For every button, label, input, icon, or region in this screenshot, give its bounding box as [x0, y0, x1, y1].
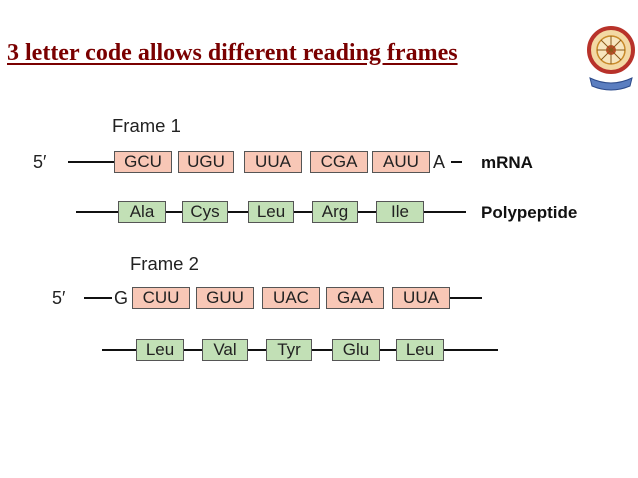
frame-2-mrna-trailer-line — [450, 297, 482, 299]
frame-1-trailing-base: A — [433, 152, 446, 172]
frame-2-codon: GAA — [326, 287, 384, 309]
slide-title: 3 letter code allows different reading f… — [7, 40, 458, 66]
frame-1-amino-acid: Ile — [376, 201, 424, 223]
frame-2-amino-acid: Leu — [396, 339, 444, 361]
frame-2-codon: UUA — [392, 287, 450, 309]
mrna-label: mRNA — [481, 153, 533, 172]
frame-1-label: Frame 1 — [112, 115, 181, 136]
polypeptide-label: Polypeptide — [481, 203, 578, 222]
frame-1-mrna-leader-line — [68, 161, 114, 163]
frame-2-amino-acid: Leu — [136, 339, 184, 361]
frame-2-label: Frame 2 — [130, 253, 199, 274]
frame-1-five-prime-label: 5′ — [33, 152, 47, 172]
frame-2-codon: UAC — [262, 287, 320, 309]
frame-1-codon: AUU — [372, 151, 430, 173]
frame-2-amino-acid: Tyr — [266, 339, 312, 361]
institution-logo — [587, 26, 635, 91]
frame-2-codon: CUU — [132, 287, 190, 309]
frame-1-mrna-trailer-line — [451, 161, 462, 163]
frame-1-amino-acid: Ala — [118, 201, 166, 223]
frame-1-amino-acid: Arg — [312, 201, 358, 223]
frame-1-amino-acid: Leu — [248, 201, 294, 223]
frame-2-amino-acid: Glu — [332, 339, 380, 361]
frame-2-codon: GUU — [196, 287, 254, 309]
frame-2-amino-acid: Val — [202, 339, 248, 361]
frame-1-codon: CGA — [310, 151, 368, 173]
frame-1-codon: UUA — [244, 151, 302, 173]
frame-2-leading-base: G — [114, 288, 129, 308]
frame-1-amino-acid: Cys — [182, 201, 228, 223]
frame-1-codon: UGU — [178, 151, 234, 173]
frame-2-five-prime-label: 5′ — [52, 288, 66, 308]
frame-1-codon: GCU — [114, 151, 172, 173]
frame-2-mrna-leader-line — [84, 297, 112, 299]
